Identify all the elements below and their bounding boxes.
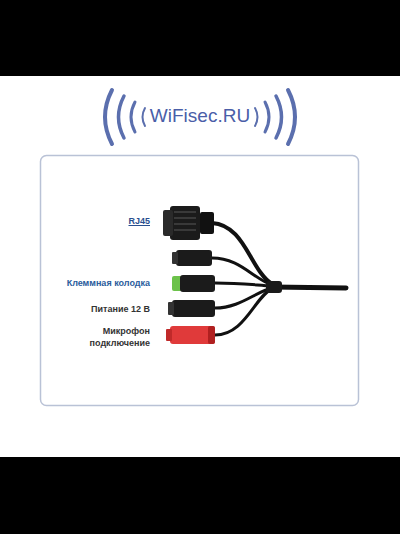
terminal-block-connector bbox=[172, 275, 215, 292]
connector-label: RJ45 bbox=[50, 216, 150, 228]
power-connector bbox=[168, 300, 215, 317]
connector-label: Микрофон подключение bbox=[88, 326, 150, 349]
connector-label: Клеммная колодка bbox=[40, 278, 150, 290]
panel-frame bbox=[41, 156, 359, 406]
wires bbox=[212, 223, 346, 335]
bottom-bar bbox=[0, 457, 400, 534]
connector-label: Питание 12 В bbox=[40, 304, 150, 316]
logo-watermark: WiFisec.RU bbox=[100, 104, 300, 129]
round-connector bbox=[172, 250, 212, 266]
cable-junction bbox=[266, 281, 282, 293]
microphone-connector bbox=[166, 326, 215, 344]
rj45-connector bbox=[163, 206, 214, 240]
top-bar bbox=[0, 0, 400, 76]
